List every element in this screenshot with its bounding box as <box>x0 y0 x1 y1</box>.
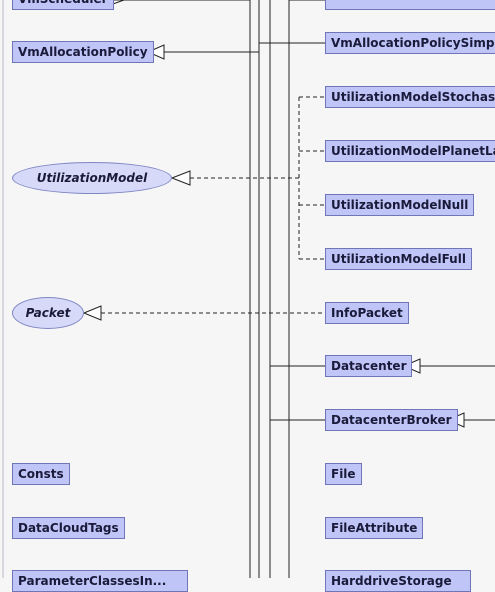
utilizationmodel-realization-arrow <box>170 170 191 186</box>
class-utilizationmodelstochastic[interactable]: UtilizationModelStochastic <box>325 86 495 108</box>
class-vmallocationpolicysimple[interactable]: VmAllocationPolicySimple <box>325 32 495 54</box>
class-consts[interactable]: Consts <box>12 463 70 485</box>
packet-realization-arrow <box>82 305 102 321</box>
interface-packet[interactable]: Packet <box>12 297 84 329</box>
class-vmscheduler[interactable]: VmScheduler <box>12 0 114 10</box>
class-vmallocationpolicy[interactable]: VmAllocationPolicy <box>12 41 154 63</box>
class-utilizationmodelplanetlab[interactable]: UtilizationModelPlanetLab <box>325 140 495 162</box>
class-datacenterbroker[interactable]: DatacenterBroker <box>325 409 458 431</box>
class-harddrivestorage[interactable]: HarddriveStorage <box>325 570 471 592</box>
class-datacloudtags[interactable]: DataCloudTags <box>12 517 125 539</box>
class-file[interactable]: File <box>325 463 362 485</box>
class-fileattribute[interactable]: FileAttribute <box>325 517 424 539</box>
class-infopacket[interactable]: InfoPacket <box>325 302 409 324</box>
interface-utilizationmodel[interactable]: UtilizationModel <box>12 162 172 194</box>
class-datacenter[interactable]: Datacenter <box>325 355 413 377</box>
class-utilizationmodelfull[interactable]: UtilizationModelFull <box>325 248 472 270</box>
class-utilizationmodelnull[interactable]: UtilizationModelNull <box>325 194 475 216</box>
class-parameterclassesin[interactable]: ParameterClassesIn... <box>12 570 188 592</box>
vmallocationpolicy-inheritance-arrow <box>146 44 165 60</box>
class-diagram-canvas <box>2 0 495 578</box>
class-top-right-cut[interactable] <box>325 0 495 10</box>
